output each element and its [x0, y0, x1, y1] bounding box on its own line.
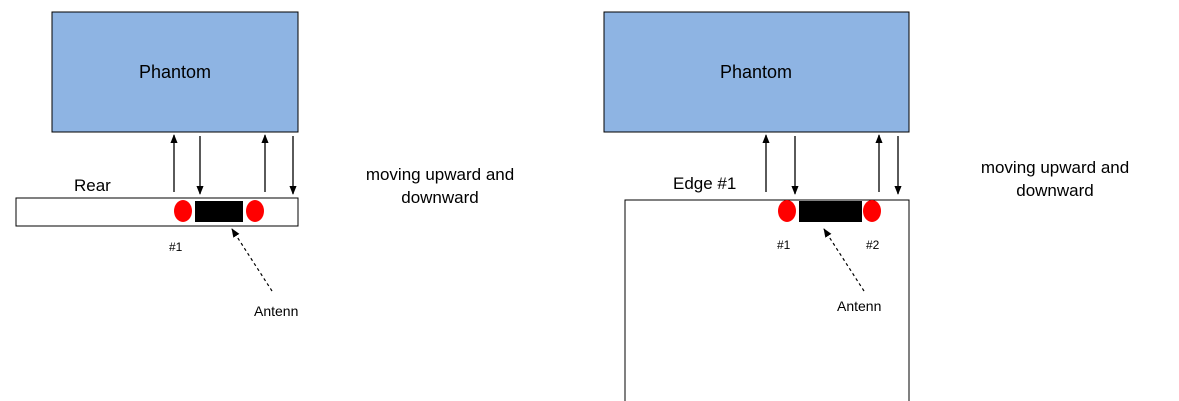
right-device-body	[624, 199, 910, 401]
right-phantom-box	[603, 11, 910, 133]
left-panel: Phantom Rear #1 Antenn moving upward and…	[15, 11, 514, 319]
right-phantom-label: Phantom	[720, 62, 792, 82]
right-antenna	[799, 201, 862, 222]
left-side-label: Rear	[74, 176, 111, 195]
left-antenna-label: Antenn	[254, 303, 298, 319]
right-antenna-label: Antenn	[837, 298, 881, 314]
left-antenna-pointer	[231, 228, 273, 292]
left-sensor-1-label: #1	[169, 240, 183, 254]
left-motion-note-line1: moving upward and	[366, 165, 514, 184]
right-sensor-1	[778, 200, 796, 222]
right-motion-note-line1: moving upward and	[981, 158, 1129, 177]
right-sensor-2	[863, 200, 881, 222]
right-sensor-2-label: #2	[866, 238, 880, 252]
left-phantom-box	[51, 11, 299, 133]
right-sensor-1-label: #1	[777, 238, 791, 252]
left-sensor-2	[246, 200, 264, 222]
right-antenna-pointer	[823, 228, 865, 292]
left-sensor-1	[174, 200, 192, 222]
left-motion-note-line2: downward	[401, 188, 479, 207]
left-antenna	[195, 201, 243, 222]
right-panel: Phantom Edge #1 #1 #2 Antenn moving upwa…	[603, 11, 1129, 401]
right-motion-note-line2: downward	[1016, 181, 1094, 200]
left-phantom-label: Phantom	[139, 62, 211, 82]
right-side-label: Edge #1	[673, 174, 736, 193]
